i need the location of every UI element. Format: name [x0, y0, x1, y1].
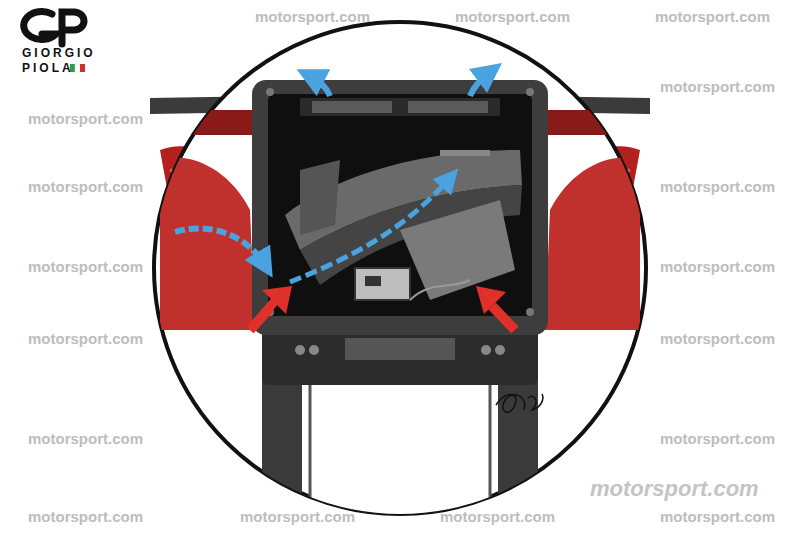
watermark: motorsport.com — [655, 8, 770, 25]
watermark: motorsport.com — [28, 110, 143, 127]
watermark: motorsport.com — [440, 508, 555, 525]
airflow-arrows — [175, 72, 515, 330]
watermark: motorsport.com — [455, 8, 570, 25]
watermark: motorsport.com — [660, 330, 775, 347]
brand-name: PIOLA — [22, 61, 74, 75]
watermark: motorsport.com — [28, 258, 143, 275]
watermark: motorsport.com — [255, 8, 370, 25]
watermark-logo: motorsport.com — [590, 476, 759, 502]
watermark: motorsport.com — [660, 508, 775, 525]
brand-name: GIORGIO — [22, 46, 96, 60]
watermark: motorsport.com — [28, 430, 143, 447]
watermark: motorsport.com — [660, 430, 775, 447]
bulkhead — [150, 80, 650, 520]
watermark: motorsport.com — [28, 508, 143, 525]
artist-signature — [496, 394, 543, 412]
watermark: motorsport.com — [28, 330, 143, 347]
watermark: motorsport.com — [28, 178, 143, 195]
gp-logo — [24, 11, 84, 44]
watermark: motorsport.com — [660, 78, 775, 95]
watermark: motorsport.com — [240, 508, 355, 525]
watermark: motorsport.com — [660, 258, 775, 275]
watermark: motorsport.com — [660, 178, 775, 195]
